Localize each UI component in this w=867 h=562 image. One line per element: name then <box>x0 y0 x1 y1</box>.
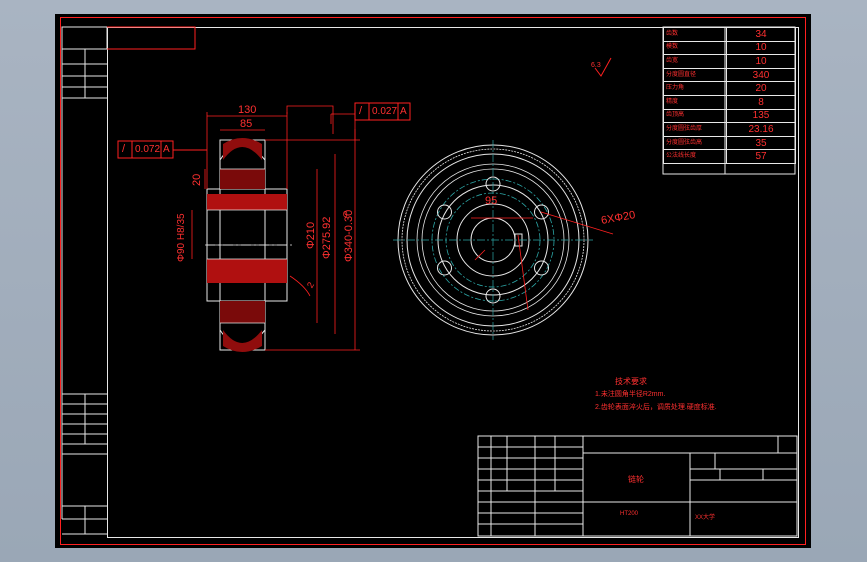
section-view <box>117 102 411 352</box>
gdt-right-datum: A <box>400 106 407 117</box>
front-view <box>393 140 614 340</box>
param-value: 57 <box>726 149 796 164</box>
param-label: 齿数 <box>663 27 727 42</box>
param-label: 公法线长度 <box>663 149 727 164</box>
title-block <box>477 435 798 537</box>
dim-dia-left: Φ90 H8/35 <box>176 213 187 262</box>
notes-line-1: 1.未注圆角半径R2mm. <box>595 391 666 398</box>
param-value: 34 <box>726 27 796 42</box>
param-label: 齿顶高 <box>663 108 727 124</box>
param-value: 10 <box>726 54 796 69</box>
corner-box <box>61 26 108 50</box>
param-label: 精度 <box>663 94 727 110</box>
drawing-canvas: 130 85 20 Φ90 H8/35 Φ210 Φ275.92 Φ340-0.… <box>55 14 811 548</box>
param-value: 35 <box>726 135 796 151</box>
dim-height-20: 20 <box>191 173 203 186</box>
dim-95: 95 <box>485 195 498 207</box>
param-value: 135 <box>726 108 796 124</box>
dim-dia-275: Φ275.92 <box>321 216 333 259</box>
outer-frame <box>60 17 806 545</box>
part-name: 链轮 <box>628 475 644 484</box>
notes-line-2: 2.齿轮表面淬火后，调质处理.硬度标准. <box>595 404 717 411</box>
param-value: 340 <box>726 67 796 83</box>
param-label: 压力角 <box>663 81 727 96</box>
param-value: 23.16 <box>726 122 796 137</box>
gdt-right-value: 0.027 <box>372 106 398 117</box>
dim-width-130: 130 <box>238 104 257 116</box>
param-label: 分度圆直径 <box>663 67 727 83</box>
dim-dia-210: Φ210 <box>305 221 317 249</box>
gdt-left-datum: A <box>163 144 170 155</box>
dim-width-85: 85 <box>240 118 253 130</box>
gdt-left-value: 0.072 <box>135 144 161 155</box>
param-label: 模数 <box>663 40 727 56</box>
roughness-label: 6.3 <box>591 62 601 69</box>
param-label: 齿宽 <box>663 54 727 69</box>
gdt-right-symbol: / <box>359 105 363 117</box>
param-label: 分度圆弦齿高 <box>663 135 727 151</box>
gdt-left-symbol: / <box>122 143 126 155</box>
param-value: 8 <box>726 94 796 110</box>
material: HT200 <box>620 511 639 517</box>
school-name: XX大学 <box>695 515 716 521</box>
param-label: 分度圆弦齿厚 <box>663 122 727 137</box>
notes-title: 技术要求 <box>615 377 647 386</box>
param-value: 20 <box>726 81 796 96</box>
dim-tol-top: 0 <box>343 210 348 219</box>
param-value: 10 <box>726 40 796 56</box>
inner-frame <box>107 27 799 538</box>
